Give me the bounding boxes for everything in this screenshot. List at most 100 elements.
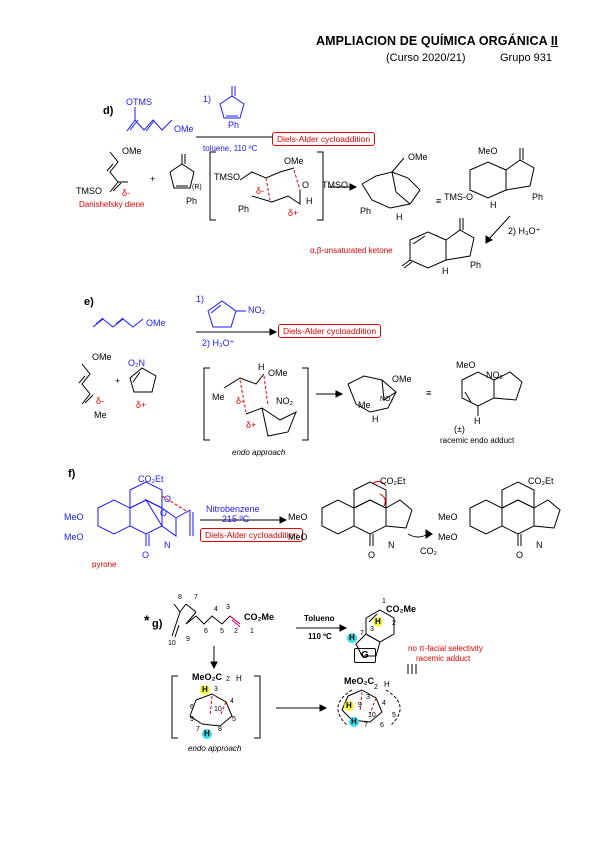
e-left-ome: OMe [92,352,112,362]
section-d-label: d) [103,105,114,117]
e-prod-ome: OMe [392,374,412,384]
e-step1: 1) [196,294,205,304]
enone-h-label: H [442,266,449,276]
section-g-ts-bracket [171,675,261,739]
g-prod-n2: 2 [392,620,396,627]
e-prod-h: H [372,414,379,424]
section-e-left-nitroalkene [129,367,157,393]
g-ts-n5: 5 [232,716,236,723]
g-endo-caption: endo approach [188,744,242,753]
g-ts-h7: H [204,729,210,738]
g-star: * [144,612,150,628]
section-f-product [469,481,561,546]
section-e-nitrocyclopentene [207,300,246,328]
g-ts-h: H [236,674,242,683]
group-label: Grupo 931 [500,52,552,64]
diene-tmso-label: TMSO [76,186,102,196]
g-ts-n4: 4 [230,698,234,705]
f-o3: O [142,550,150,560]
g-ts-h3: H [202,685,208,694]
f-co2-loss: CO₂ [420,546,437,556]
product-ph-label: Ph [360,206,372,216]
section-g-label: g) [152,618,163,630]
e-ts-no2: NO₂ [276,396,293,406]
ts-ph-label: Ph [238,204,250,214]
e-left-no2: O₂N [128,358,145,368]
f-temp: 215 ºC [222,514,250,524]
e-ts-ome: OMe [268,368,288,378]
g-right-h: H [384,680,390,689]
g-ts-n3: 3 [214,686,218,693]
g-ts-n9: 9 [190,716,194,723]
g-note-racemic: racemic adduct [416,654,471,663]
g-ts-n8: 8 [218,726,222,733]
product-h-label: H [396,212,403,222]
e-left-delta-plus: δ+ [136,400,147,410]
course-year: (Curso 2020/21) [386,52,466,64]
ome-label: OMe [174,124,194,134]
section-d-bicyclic-ketone [469,148,535,199]
section-d-reagent-diene [126,107,173,132]
f-o1: O [164,494,172,504]
g-temp: 110 ºC [308,632,332,641]
g-right-n10: 10 [368,712,376,719]
g-prod-n7: 7 [360,630,364,637]
g-right-n7: 7 [364,722,368,729]
e-left-delta-minus: δ- [96,396,105,406]
f-prod-meo2: MeO [438,532,458,542]
section-f-label: f) [68,468,76,480]
section-g-right-highlight-h3 [344,701,354,711]
section-g-ts-highlight-h3 [200,685,210,695]
unsaturated-ketone-label: α,β-unsaturated ketone [310,246,393,255]
ph-label: Ph [228,120,240,130]
section-f-intermediate [321,481,413,546]
f-prod-n: N [536,540,543,550]
ts-tmso-label: TMSO [214,172,240,182]
g-num-10: 10 [168,640,176,647]
section-e-label: e) [84,296,94,308]
g-right-h3: H [346,701,352,710]
product-ome-label: OMe [408,152,428,162]
e-step2: 2) H₃O⁺ [202,338,235,348]
f-meo1: MeO [64,512,84,522]
g-prod-h7: H [349,633,355,642]
stereo-r-label: (R) [192,184,202,191]
section-f-retro-arrows [371,480,387,507]
meo-label: MeO [478,146,498,156]
f-diels-alder-box: Diels-Alder cycloaddition [200,528,304,542]
step-1-label: 1) [203,94,212,104]
g-note-selectivity: no π-facial selectivity [408,644,483,653]
ts-ome-label: OMe [284,156,304,166]
otms-label: OTMS [126,97,152,107]
section-d-enone [169,154,195,189]
e-ts-delta-minus: δ- [236,396,245,406]
g-num-5: 5 [220,628,224,635]
g-right-n5: 5 [392,712,396,719]
bicyclic-h-label: H [490,200,497,210]
e-prod-no2: NO₂ [380,396,394,403]
g-ts-n6: 6 [190,704,194,711]
section-e-ts-bonds [239,375,269,413]
enone-product-ph: Ph [470,260,482,270]
tms-o-label: TMS-O [444,192,473,202]
g-prod-co2me: CO₂Me [386,604,417,614]
e-plus: + [115,376,121,386]
f-n: N [164,540,171,550]
g-num-9: 9 [186,636,190,643]
g-solvent: Tolueno [304,614,335,623]
e-ts-me: Me [212,392,225,402]
f-mid-meo2: MeO [288,532,308,542]
pyrone-label: pyrone [92,560,117,569]
f-solvent: Nitrobenzene [206,504,260,514]
section-e-adduct [461,371,523,416]
section-g-highlight-h7 [347,633,357,643]
diels-alder-box: Diels-Alder cycloaddition [272,132,376,146]
ts-delta-plus: δ+ [288,208,299,218]
f-prod-o: O [516,550,524,560]
e-endo-caption: endo approach [232,448,286,457]
g-num-8: 8 [178,594,182,601]
g-co2me: CO₂Me [244,612,275,622]
f-meo2: MeO [64,532,84,542]
danishefsky-label: Danishefsky diene [79,200,145,209]
